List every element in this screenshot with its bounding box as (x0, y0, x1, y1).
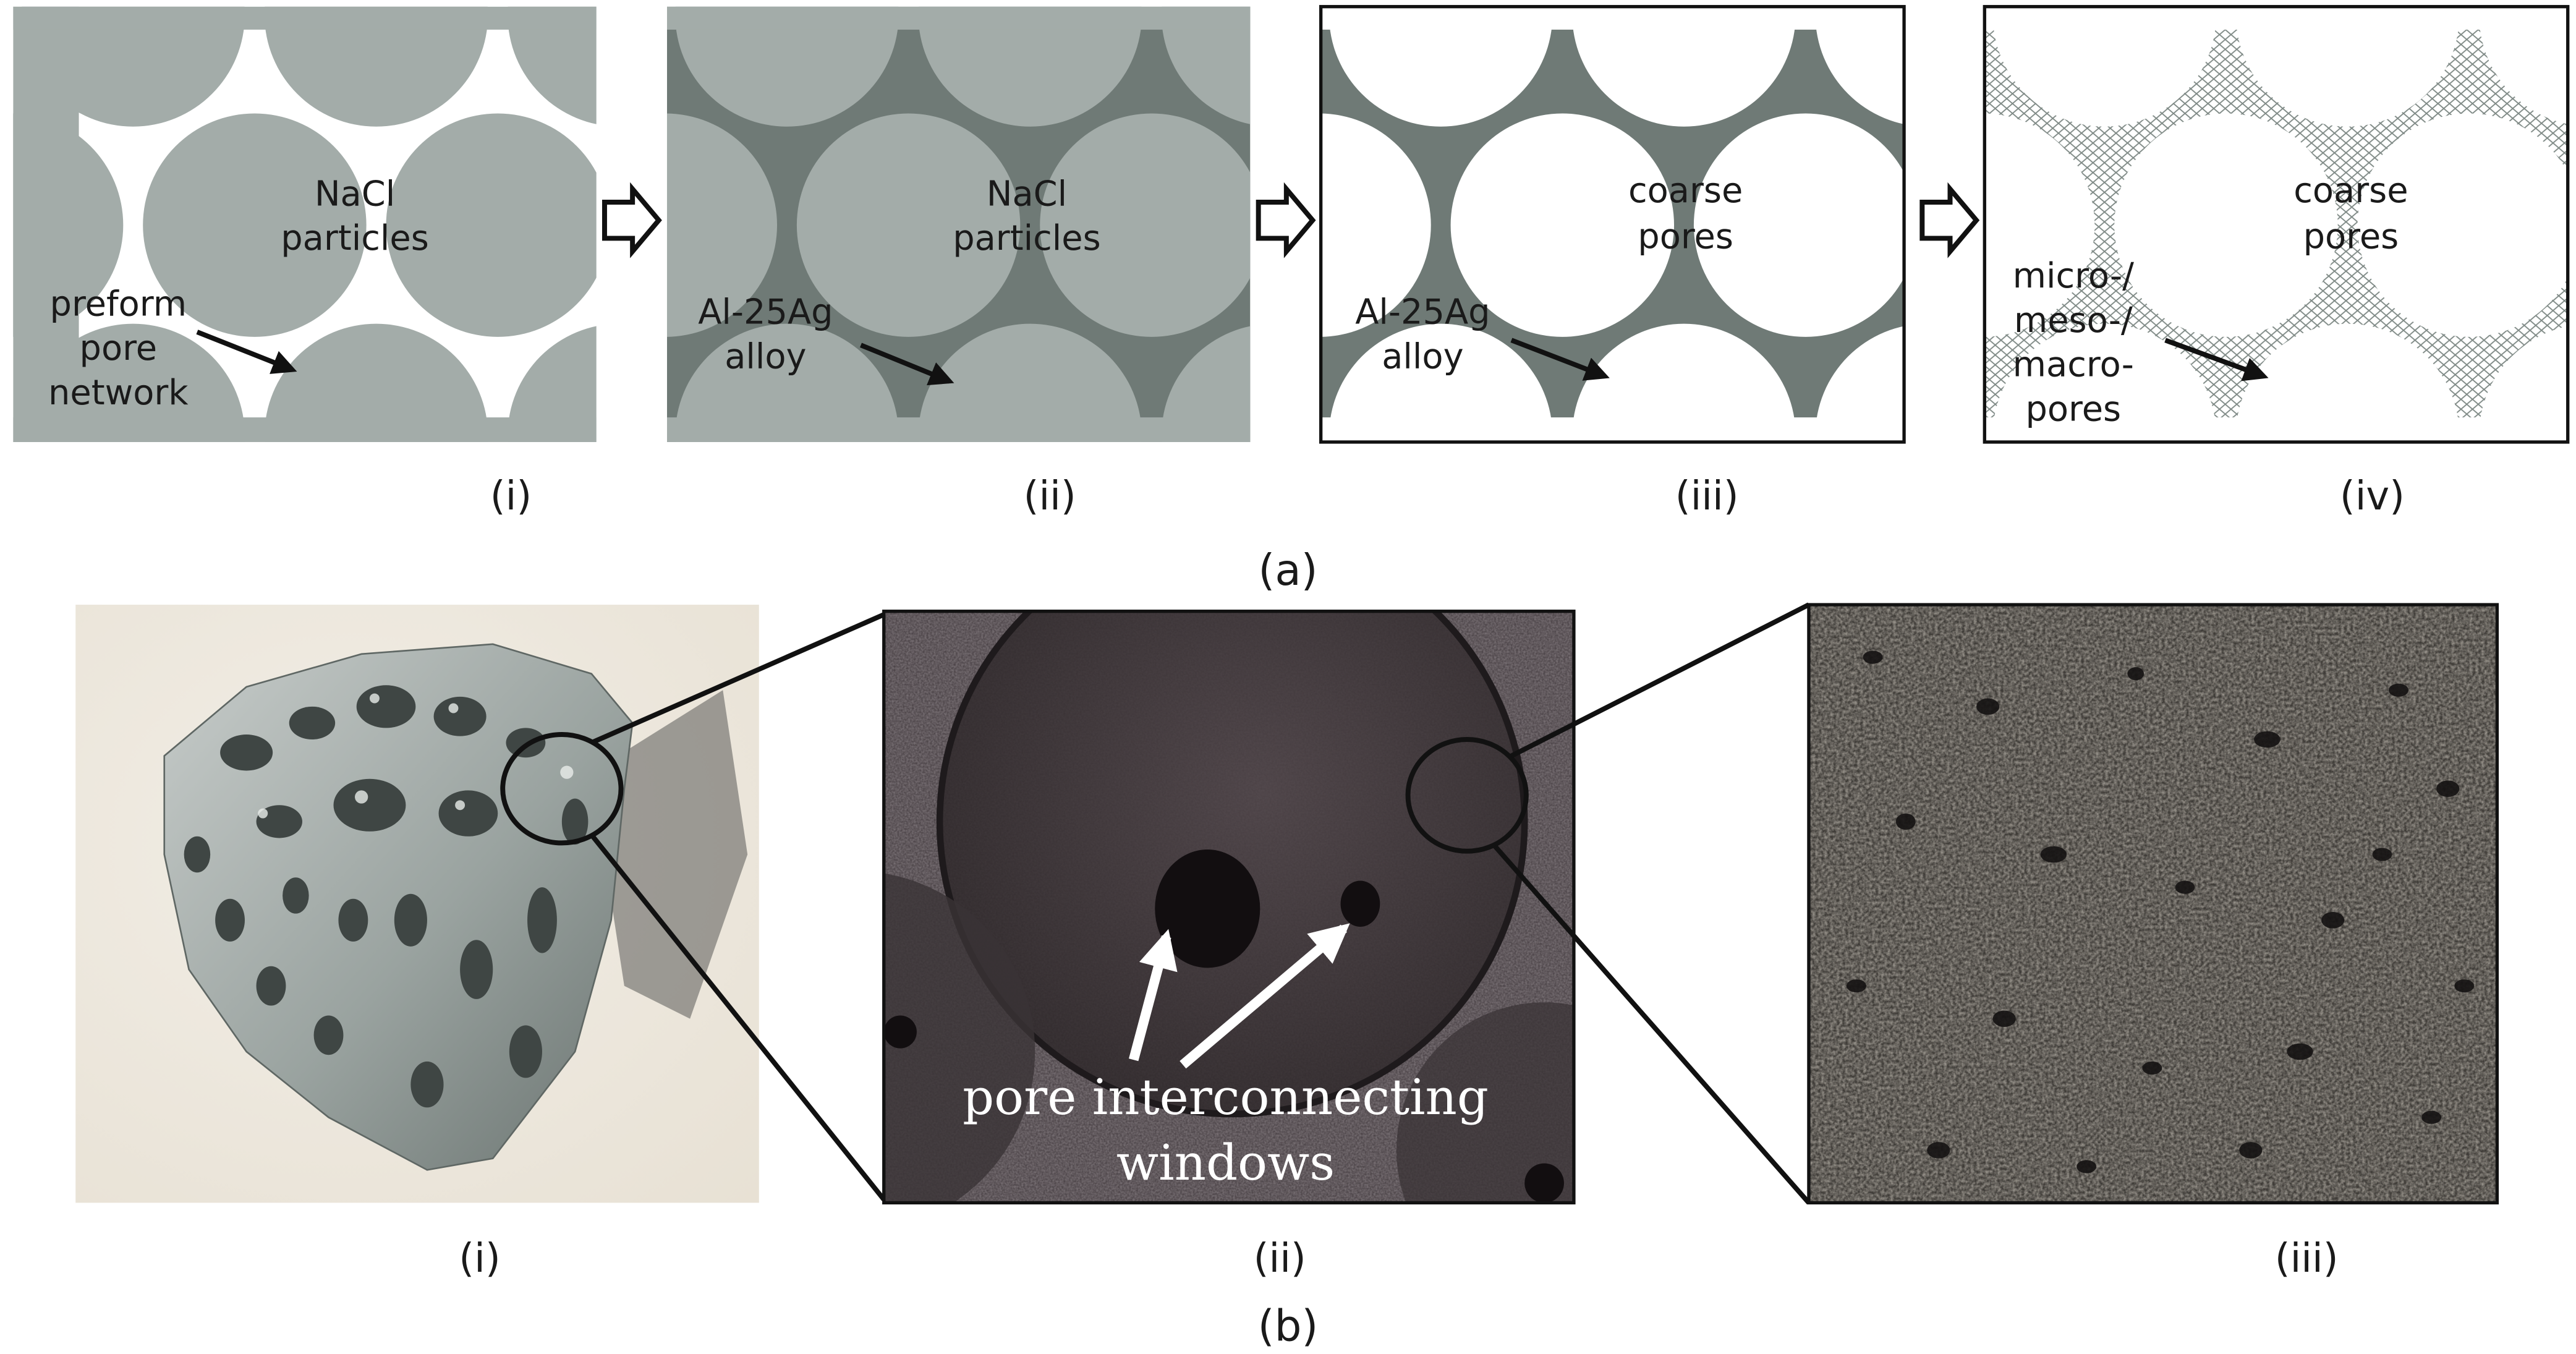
pointer-arrow (860, 343, 954, 386)
part-label-a: (a) (1258, 546, 1317, 595)
callout-label: alloy (1382, 336, 1463, 377)
part-label-b: (b) (1258, 1302, 1319, 1352)
panel-number: (iii) (2275, 1236, 2339, 1282)
pointer-arrow (196, 330, 297, 374)
callout-label: pores (2025, 389, 2121, 429)
panel-a-ii: NaCl particles Al-25Ag alloy (ii) (666, 6, 1251, 519)
window-arrow (1128, 929, 1178, 1062)
window-arrow (1180, 923, 1350, 1069)
center-label: particles (281, 218, 429, 258)
panel-a-i: NaCl particles preform pore network (i) (13, 6, 597, 519)
callout-label: macro- (2013, 345, 2134, 385)
panel-b-i: (i) (75, 605, 759, 1282)
zoom-line (589, 833, 886, 1201)
panel-number: (i) (490, 474, 532, 519)
flow-arrow (1256, 182, 1316, 258)
callout-label: alloy (725, 336, 806, 377)
part-b: (i) pore interconnecting window (75, 602, 2499, 1352)
center-label: pores (1638, 216, 1733, 257)
zoom-circle (1405, 736, 1529, 854)
center-label: NaCl (987, 174, 1067, 214)
center-label: coarse (1628, 171, 1743, 211)
callout-label: pore (80, 328, 158, 368)
flow-arrow (601, 182, 662, 258)
panel-b-iii: (iii) (1807, 603, 2499, 1282)
zoom-circle (500, 732, 624, 846)
panel-b-ii: pore interconnecting windows (ii) (882, 610, 1576, 1282)
callout-label: preform (50, 284, 187, 324)
callout-label: Al-25Ag (1355, 292, 1490, 333)
window-caption: pore interconnecting (963, 1068, 1489, 1126)
panel-number: (i) (459, 1236, 500, 1282)
center-label: particles (953, 218, 1101, 258)
center-label: NaCl (315, 174, 395, 214)
panel-number: (ii) (1024, 474, 1076, 519)
part-a: NaCl particles preform pore network (i) (13, 5, 2570, 595)
zoom-line (1493, 845, 1811, 1205)
pointer-arrow (2164, 338, 2269, 381)
pointer-arrow (1510, 338, 1610, 381)
panel-number: (iv) (2340, 474, 2405, 519)
callout-label: Al-25Ag (698, 292, 833, 333)
center-label: pores (2303, 216, 2399, 257)
flow-arrow (1919, 182, 1980, 258)
panel-a-iv: coarse pores micro-/ meso-/ macro- pores… (1983, 5, 2570, 519)
zoom-line (1510, 602, 1810, 759)
panel-number: (ii) (1254, 1236, 1306, 1282)
panel-a-iii: coarse pores Al-25Ag alloy (iii) (1319, 5, 1906, 519)
zoom-line (590, 612, 885, 745)
callout-label: network (48, 373, 189, 413)
center-label: coarse (2293, 171, 2408, 211)
callout-label: micro-/ (2013, 256, 2135, 296)
callout-label: meso-/ (2014, 300, 2133, 341)
window-caption: windows (1116, 1134, 1335, 1191)
panel-number: (iii) (1675, 474, 1739, 519)
